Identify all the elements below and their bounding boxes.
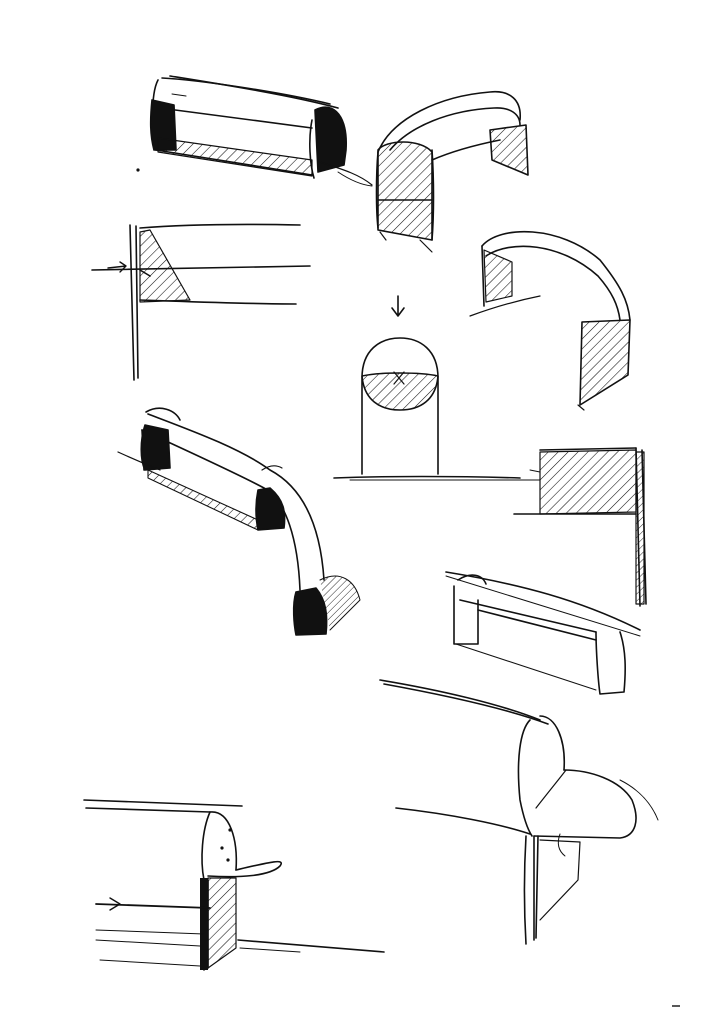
curved-arch-bench: [337, 91, 529, 253]
curved-bench-end-view: [469, 230, 631, 411]
corner-bench-detail: [83, 799, 385, 971]
wall-mounted-panel-section: [513, 447, 647, 607]
heart-shaped-bench: [379, 679, 659, 945]
l-shaped-curved-bench: [117, 407, 361, 636]
straight-bench-rounded: [136, 75, 373, 186]
flat-bench-perspective: [445, 571, 641, 695]
bench-side-section: [91, 223, 311, 381]
arch-profile-section: [333, 295, 541, 481]
